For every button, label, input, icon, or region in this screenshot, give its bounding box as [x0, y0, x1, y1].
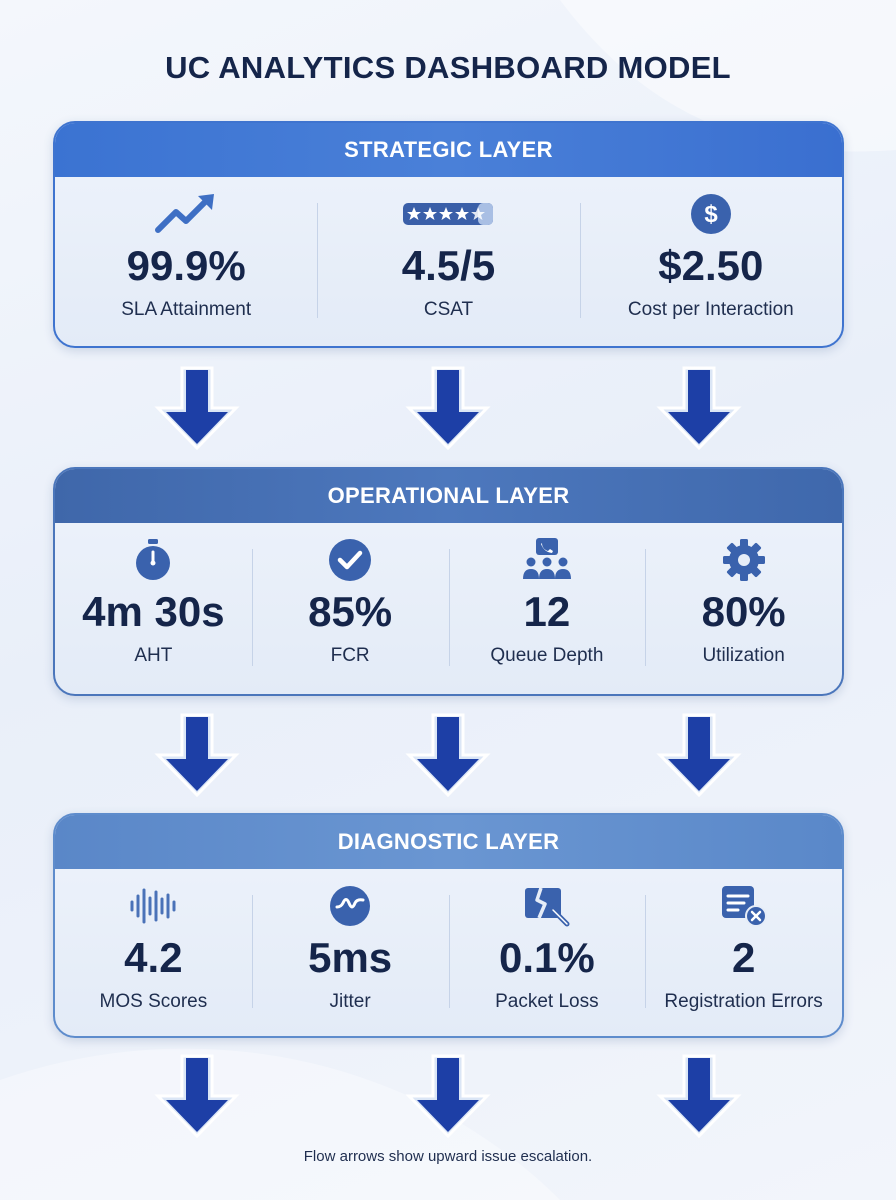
metric-value: 4m 30s	[82, 588, 225, 635]
metric-label: Queue Depth	[490, 645, 604, 666]
gear-icon	[721, 537, 767, 583]
star-rating-icon	[402, 191, 494, 237]
metric-utilization: 80% Utilization	[645, 523, 842, 694]
metric-value: 85%	[308, 588, 393, 635]
dollar-icon: $	[689, 191, 733, 237]
footnote: Flow arrows show upward issue escalation…	[303, 1148, 593, 1165]
metric-queue-depth: 12 Queue Depth	[448, 523, 646, 694]
metric-label: Utilization	[702, 645, 785, 666]
metric-label: Jitter	[329, 991, 371, 1012]
broken-packet-icon	[523, 883, 571, 929]
down-arrow-icon	[405, 1054, 491, 1138]
down-arrow-icon	[656, 366, 742, 450]
metric-label: Registration Errors	[664, 991, 823, 1012]
metric-label: CSAT	[423, 299, 474, 320]
svg-text:$: $	[704, 201, 718, 228]
metric-value: 4.5/5	[401, 242, 496, 289]
operational-layer-panel: OPERATIONAL LAYER 4m 30s AHT 85%	[53, 467, 844, 696]
strategic-metrics: 99.9% SLA Attainment 4.5/5 CSAT	[55, 177, 842, 346]
metric-csat: 4.5/5 CSAT	[317, 177, 579, 346]
down-arrow-icon	[154, 713, 240, 797]
check-circle-icon	[327, 537, 373, 583]
metric-value: 4.2	[124, 934, 183, 981]
metric-label: Cost per Interaction	[627, 299, 794, 320]
metric-label: FCR	[330, 645, 370, 666]
down-arrow-icon	[154, 1054, 240, 1138]
registration-error-icon	[720, 883, 768, 929]
metric-registration-errors: 2 Registration Errors	[645, 869, 842, 1036]
stopwatch-icon	[131, 537, 175, 583]
metric-fcr: 85% FCR	[251, 523, 449, 694]
metric-label: MOS Scores	[99, 991, 208, 1012]
operational-metrics: 4m 30s AHT 85% FCR	[55, 523, 842, 694]
queue-people-icon	[522, 537, 572, 583]
down-arrow-icon	[154, 366, 240, 450]
jitter-wave-icon	[328, 883, 372, 929]
diagnostic-layer-header: DIAGNOSTIC LAYER	[55, 815, 842, 869]
metric-value: 12	[523, 588, 571, 635]
page-title: UC ANALYTICS DASHBOARD MODEL	[165, 50, 731, 85]
metric-value: 99.9%	[126, 242, 246, 289]
strategic-layer-panel: STRATEGIC LAYER 99.9% SLA Attainment	[53, 121, 844, 348]
metric-value: 2	[731, 934, 756, 981]
down-arrow-icon	[405, 366, 491, 450]
metric-aht: 4m 30s AHT	[55, 523, 252, 694]
strategic-layer-header: STRATEGIC LAYER	[55, 123, 842, 177]
diagnostic-metrics: 4.2 MOS Scores 5ms Jitter	[55, 869, 842, 1036]
operational-layer-header: OPERATIONAL LAYER	[55, 469, 842, 523]
metric-packet-loss: 0.1% Packet Loss	[448, 869, 646, 1036]
metric-label: Packet Loss	[495, 991, 599, 1012]
sound-wave-icon	[128, 883, 178, 929]
down-arrow-icon	[656, 1054, 742, 1138]
metric-sla-attainment: 99.9% SLA Attainment	[55, 177, 317, 346]
metric-label: AHT	[134, 645, 173, 666]
down-arrow-icon	[405, 713, 491, 797]
trend-up-icon	[154, 191, 218, 237]
metric-jitter: 5ms Jitter	[251, 869, 449, 1036]
metric-value: 5ms	[308, 934, 393, 981]
down-arrow-icon	[656, 713, 742, 797]
metric-value: $2.50	[658, 242, 764, 289]
metric-mos-scores: 4.2 MOS Scores	[55, 869, 252, 1036]
metric-label: SLA Attainment	[121, 299, 252, 320]
metric-cost-per-interaction: $ $2.50 Cost per Interaction	[579, 177, 842, 346]
metric-value: 0.1%	[499, 934, 595, 981]
diagnostic-layer-panel: DIAGNOSTIC LAYER 4.2 M	[53, 813, 844, 1038]
metric-value: 80%	[701, 588, 786, 635]
